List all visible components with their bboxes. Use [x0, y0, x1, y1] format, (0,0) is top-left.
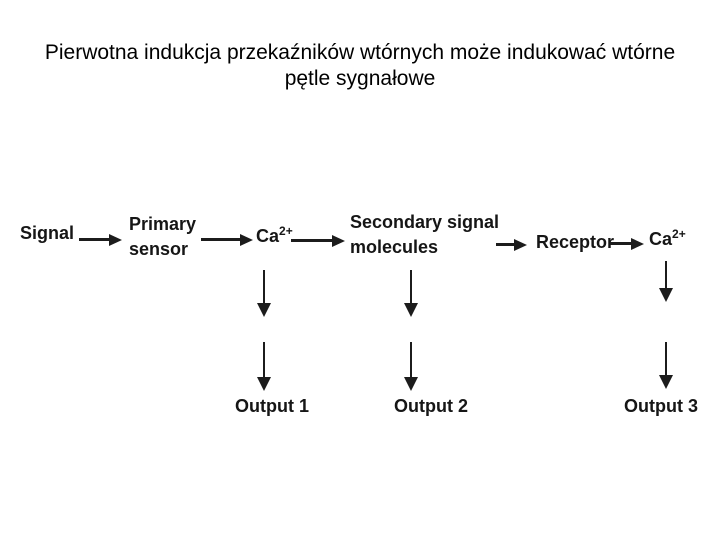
slide-title-line-1: Pierwotna indukcja przekaźników wtórnych…	[44, 41, 676, 64]
arrow-down-icon	[404, 342, 418, 391]
arrow-down-icon	[659, 342, 673, 389]
node-calcium-1: Ca2+	[256, 224, 293, 249]
calcium-base: Ca	[649, 229, 673, 249]
output-1-label: Output 1	[235, 396, 309, 416]
arrow-right-icon	[201, 233, 253, 246]
calcium-superscript: 2+	[672, 227, 686, 241]
arrow-right-icon	[79, 233, 122, 246]
node-primary-sensor: Primary sensor	[129, 212, 196, 262]
arrow-right-icon	[610, 237, 644, 250]
node-secondary-signal-molecules: Secondary signal molecules	[350, 210, 499, 260]
node-primary-sensor-line-1: Primary	[129, 214, 197, 234]
calcium-base: Ca	[256, 226, 280, 246]
arrow-down-icon	[257, 270, 271, 317]
arrow-down-icon	[257, 342, 271, 391]
slide-title-line-2: pętle sygnałowe	[284, 67, 436, 90]
output-2-label: Output 2	[394, 396, 468, 416]
arrow-down-icon	[659, 261, 673, 302]
slide-title: Pierwotna indukcja przekaźników wtórnych…	[0, 40, 720, 92]
node-calcium-2: Ca2+	[649, 227, 686, 252]
arrow-down-icon	[404, 270, 418, 317]
node-secondary-signal-line-1: Secondary signal	[350, 212, 500, 232]
arrow-right-icon	[291, 234, 345, 247]
node-receptor: Receptor	[536, 232, 615, 252]
node-secondary-signal-line-2: molecules	[350, 237, 439, 257]
output-3-label: Output 3	[624, 396, 698, 416]
arrow-right-icon	[496, 238, 527, 251]
calcium-superscript: 2+	[279, 224, 293, 238]
node-primary-sensor-line-2: sensor	[129, 239, 189, 259]
node-signal: Signal	[20, 223, 75, 243]
